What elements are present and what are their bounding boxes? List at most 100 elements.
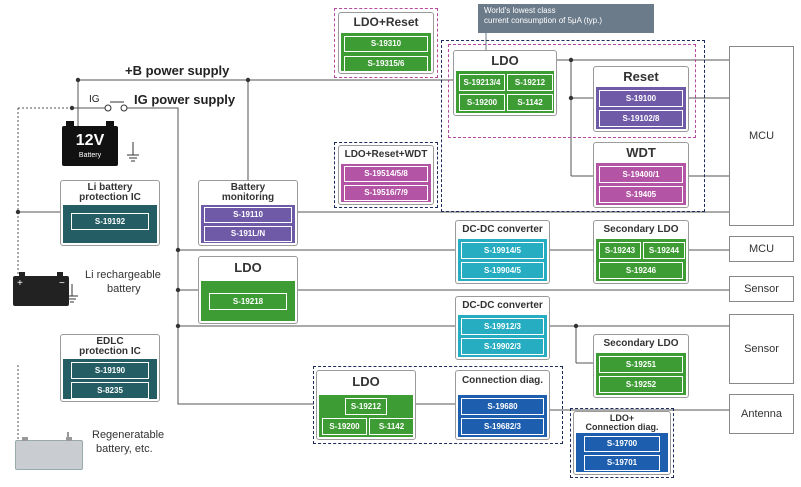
part-number[interactable]: S-19700: [584, 436, 660, 452]
part-number[interactable]: S-1142: [507, 94, 553, 111]
ldo-reset-wdt-title: LDO+Reset+WDT: [344, 149, 428, 160]
regen-battery-label: Regeneratable battery, etc.: [92, 428, 164, 456]
ldo-reset-group: [334, 8, 438, 78]
ldo-conn-group: [313, 366, 563, 444]
title-line: LDO+: [609, 413, 635, 423]
part-number[interactable]: S-19682/3: [461, 418, 544, 435]
title-line: protection IC: [79, 346, 141, 357]
title-line: Connection diag.: [585, 422, 659, 432]
ig-label: IG: [89, 94, 100, 105]
sensor-1-box: Sensor: [729, 276, 794, 302]
part-number[interactable]: S-19200: [459, 94, 505, 111]
part-number[interactable]: S-19243: [599, 242, 641, 259]
ldo-reset-block: LDO+Reset S-19310 S-19315/6: [338, 12, 434, 74]
dcdc-converter-1-block: DC-DC converter S-19914/5 S-19904/5: [455, 220, 550, 284]
part-number[interactable]: S-19252: [599, 376, 683, 393]
part-number[interactable]: S-1142: [369, 418, 414, 435]
battery-caption: Battery: [78, 152, 102, 159]
part-number[interactable]: S-19192: [71, 213, 149, 230]
reset-title: Reset: [623, 69, 659, 84]
secondary-ldo1-title: Secondary LDO: [603, 224, 679, 235]
li-battery-icon: + −: [13, 272, 69, 306]
car-battery-icon: 12V Battery: [62, 121, 118, 166]
part-number[interactable]: S-19190: [71, 362, 149, 379]
b-power-supply-label: +B power supply: [125, 63, 230, 78]
li-battery-label-line1: Li rechargeable: [85, 269, 161, 281]
part-number[interactable]: S-19102/8: [599, 110, 683, 127]
part-number[interactable]: S-19246: [599, 262, 683, 279]
mcu-secondary-box: MCU: [729, 236, 794, 262]
part-number[interactable]: S-19516/7/9: [344, 185, 428, 201]
secondary-ldo-1-block: Secondary LDO S-19243 S-19244 S-19246: [593, 220, 689, 284]
ldo-bottom-title: LDO: [352, 374, 380, 389]
sensor-2-box: Sensor: [729, 314, 794, 384]
part-number[interactable]: S-19100: [599, 90, 683, 107]
part-number[interactable]: S-19680: [461, 398, 544, 415]
part-number[interactable]: S-19212: [507, 74, 553, 91]
li-protection-block: Li battery protection IC S-19192: [60, 180, 160, 246]
mcu-main-box: MCU: [729, 46, 794, 226]
title-line: Battery: [230, 182, 266, 193]
battery-voltage: 12V: [75, 132, 105, 149]
ldo-top-title: LDO: [491, 53, 519, 68]
ldo-reset-combo-group: [448, 44, 696, 138]
title-line: EDLC: [96, 336, 124, 347]
part-number[interactable]: S-19200: [322, 418, 367, 435]
part-number[interactable]: S-19701: [584, 455, 660, 471]
part-number[interactable]: S-19912/3: [461, 318, 544, 335]
li-battery-label: Li rechargeable battery: [85, 268, 161, 296]
ig-power-supply-label: IG power supply: [134, 92, 236, 107]
part-number[interactable]: S-19218: [209, 293, 287, 310]
part-number[interactable]: S-19310: [344, 36, 428, 52]
edlc-title: EDLC protection IC: [61, 337, 159, 357]
battery-monitoring-block: Battery monitoring S-19110 S-191L/N: [198, 180, 298, 246]
part-number[interactable]: S-19244: [643, 242, 685, 259]
conn-diag-title: Connection diag.: [461, 375, 544, 386]
dcdc2-title: DC-DC converter: [462, 300, 543, 311]
battery-monitoring-title: Battery monitoring: [199, 183, 297, 203]
part-number[interactable]: S-19110: [204, 207, 292, 223]
part-number[interactable]: S-19213/4: [459, 74, 505, 91]
regen-label-line2: battery, etc.: [96, 443, 153, 455]
part-number[interactable]: S-19212: [345, 398, 387, 415]
secondary-ldo2-title: Secondary LDO: [603, 338, 679, 349]
note-line-2: current consumption of 5μA (typ.): [484, 16, 602, 25]
dcdc-converter-2-block: DC-DC converter S-19912/3 S-19902/3: [455, 296, 550, 360]
ldo-mid-block: LDO S-19218: [198, 256, 298, 324]
ldo-conn-diag-title: LDO+ Connection diag.: [574, 414, 670, 432]
part-number[interactable]: S-19405: [599, 186, 683, 203]
part-number[interactable]: S-19904/5: [461, 262, 544, 279]
ldo-connection-diag-block: LDO+ Connection diag. S-19700 S-19701: [573, 411, 671, 475]
low-consumption-note: World's lowest class current consumption…: [478, 4, 654, 33]
ldo-reset-wdt-block: LDO+Reset+WDT S-19514/5/8 S-19516/7/9: [338, 145, 434, 205]
ldo-bottom-block: LDO S-19212 S-19200 S-1142: [316, 370, 416, 440]
part-number[interactable]: S-19251: [599, 356, 683, 373]
li-protection-title: Li battery protection IC: [61, 183, 159, 203]
ldo-mid-title: LDO: [234, 260, 262, 275]
dcdc1-title: DC-DC converter: [462, 224, 543, 235]
reset-block: Reset S-19100 S-19102/8: [593, 66, 689, 132]
title-line: Li battery: [87, 182, 133, 193]
regen-label-line1: Regeneratable: [92, 429, 165, 441]
regenerative-battery-icon: [15, 437, 83, 470]
antenna-box: Antenna: [729, 394, 794, 434]
part-number[interactable]: S-191L/N: [204, 226, 292, 242]
part-number[interactable]: S-19514/5/8: [344, 166, 428, 182]
connection-diag-block: Connection diag. S-19680 S-19682/3: [455, 370, 550, 440]
wdt-title: WDT: [626, 145, 656, 160]
edlc-protection-block: EDLC protection IC S-19190 S-8235: [60, 334, 160, 402]
part-number[interactable]: S-19315/6: [344, 56, 428, 72]
ldo-conn-diag-group: [570, 408, 674, 478]
ldo-top-block: LDO S-19213/4 S-19212 S-19200 S-1142: [453, 50, 557, 116]
li-battery-label-line2: battery: [107, 283, 141, 295]
part-number[interactable]: S-19902/3: [461, 338, 544, 355]
ldo-reset-wdt-group: [334, 142, 438, 208]
part-number[interactable]: S-8235: [71, 382, 149, 399]
part-number[interactable]: S-19400/1: [599, 166, 683, 183]
note-line-1: World's lowest class: [484, 6, 556, 15]
part-number[interactable]: S-19914/5: [461, 242, 544, 259]
wdt-block: WDT S-19400/1 S-19405: [593, 142, 689, 208]
secondary-ldo-2-block: Secondary LDO S-19251 S-19252: [593, 334, 689, 398]
title-line: protection IC: [79, 192, 141, 203]
